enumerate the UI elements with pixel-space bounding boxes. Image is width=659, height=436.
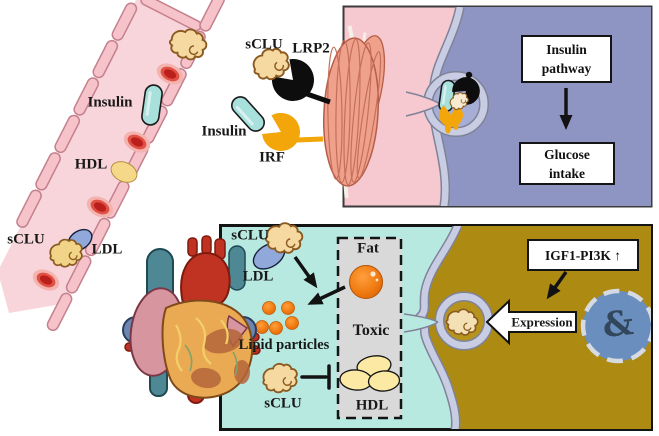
heart-illustration	[122, 235, 261, 404]
vessel-insulin-label: Insulin	[87, 94, 133, 111]
glucose-intake-box: Glucose intake	[519, 142, 615, 185]
lrp2-receptor	[271, 58, 314, 101]
expression-block-arrow	[485, 298, 577, 346]
cardio-endocytosis-vesicle	[402, 291, 494, 351]
vessel-sclu-label: sCLU	[7, 231, 45, 248]
hdl-particles	[339, 355, 401, 392]
fat-droplet	[349, 265, 383, 299]
vessel-hdl-label: HDL	[74, 156, 108, 173]
fat-label: Fat	[357, 240, 379, 257]
nucleus-chromatin-glyph: &	[600, 302, 636, 346]
igf1-to-expression-arrow	[546, 270, 568, 300]
lrp2-receptor-internalized	[452, 77, 480, 105]
glucose-intake-line2: intake	[548, 165, 585, 181]
hdl-particle-vessel	[110, 161, 138, 183]
ldl-to-fat-arrow	[293, 255, 318, 289]
binding-irf-label: IRF	[259, 149, 285, 166]
toxic-dashed-box	[336, 236, 403, 420]
binding-lrp2-label: LRP2	[292, 40, 330, 57]
nucleus	[580, 288, 651, 364]
cardio-sclu-top-label: sCLU	[231, 227, 269, 244]
lipid-particles-label: Lipid particles	[238, 336, 330, 353]
binding-insulin-label: Insulin	[201, 123, 247, 140]
irf-receptor-internalized	[439, 104, 463, 127]
hdl-box-label: HDL	[355, 397, 389, 414]
glucose-intake-line1: Glucose	[544, 146, 590, 162]
cardio-ldl-label: LDL	[242, 268, 274, 285]
expression-label: Expression	[511, 314, 573, 330]
blood-vessel	[0, 0, 225, 332]
igf1-pi3k-label: IGF1-PI3K ↑	[544, 247, 622, 263]
endocytosis-vesicle	[403, 71, 489, 137]
irf-receptor	[262, 112, 300, 151]
binding-sclu-label: sCLU	[245, 36, 283, 53]
vessel-ldl-label: LDL	[91, 241, 123, 258]
cardio-sclu-mid-label: sCLU	[264, 395, 302, 412]
lipid-particles	[255, 301, 299, 335]
insulin-pathway-box: Insulin pathway	[521, 35, 612, 83]
igf1-pi3k-box: IGF1-PI3K ↑	[527, 239, 639, 271]
binding-site	[226, 44, 331, 151]
sclu-inhibits-hdl-tbar	[300, 364, 331, 390]
toxic-label: Toxic	[352, 322, 390, 339]
insulin-pathway-line2: pathway	[541, 61, 592, 76]
fat-to-lipids-arrow	[307, 285, 346, 305]
sclu-ldl-complex	[252, 219, 305, 270]
vessel-lumen	[0, 0, 205, 314]
insulin-pathway-line1: Insulin	[546, 42, 587, 57]
